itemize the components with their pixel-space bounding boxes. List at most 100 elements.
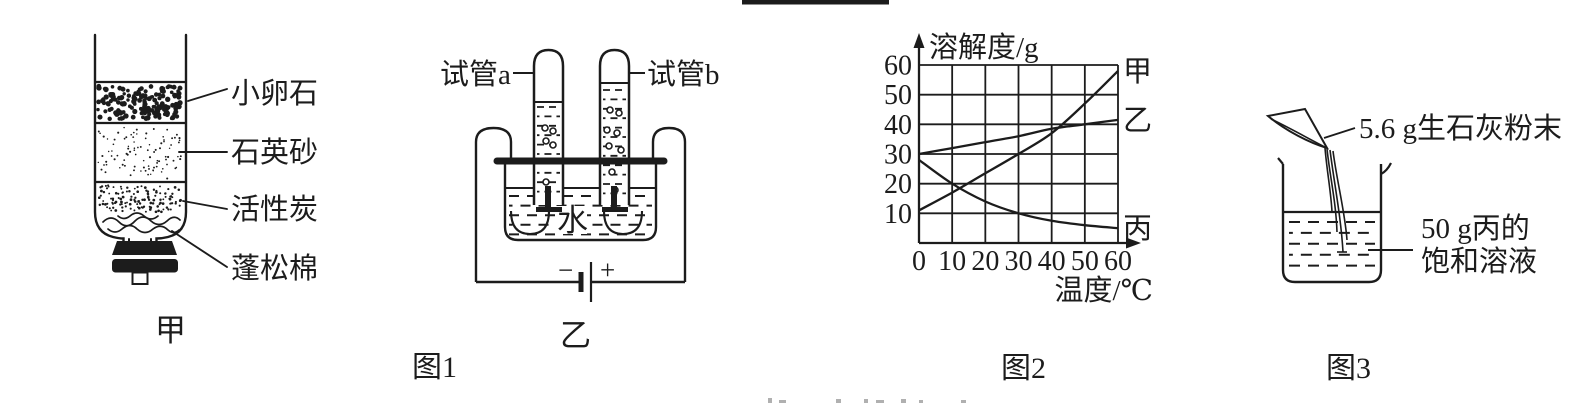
x-tick-label: 10 xyxy=(938,246,966,277)
grain-dot xyxy=(159,198,162,202)
grain-dot xyxy=(140,107,147,113)
grain-dot xyxy=(178,139,181,142)
grain-dot xyxy=(125,136,128,139)
grain-dot xyxy=(148,143,151,146)
grain-dot xyxy=(174,202,177,205)
grain-dot xyxy=(99,186,102,189)
grain-dot xyxy=(136,133,138,135)
grain-dot xyxy=(155,190,158,194)
grain-dot xyxy=(178,137,181,140)
grain-dot xyxy=(126,98,130,102)
grain-dot xyxy=(103,86,109,93)
caption-fig2: 图2 xyxy=(1001,352,1046,385)
series-label-2: 丙 xyxy=(1123,213,1152,245)
grain-dot xyxy=(111,202,114,205)
grain-dot xyxy=(162,106,167,111)
grain-dot xyxy=(171,202,174,205)
grain-dot xyxy=(117,131,120,134)
grain-dot xyxy=(179,155,182,158)
paper-crease xyxy=(1270,118,1326,148)
grain-dot xyxy=(176,94,182,100)
grain-dot xyxy=(133,147,136,149)
grain-dot xyxy=(143,198,146,202)
grain-dot xyxy=(108,207,111,210)
solution-label-line2: 饱和溶液 xyxy=(1421,245,1537,278)
filter-column-body xyxy=(93,33,125,243)
grain-dot xyxy=(159,101,165,107)
grain-dot xyxy=(104,184,107,187)
grain-dot xyxy=(121,163,124,166)
circuit-wires xyxy=(474,126,687,284)
grain-dot xyxy=(120,187,123,190)
grain-dot xyxy=(97,130,100,133)
grain-dot xyxy=(139,86,144,91)
grain-dot xyxy=(148,84,154,89)
x-axis-title: 温度/℃ xyxy=(1055,274,1154,307)
grain-dot xyxy=(178,199,182,203)
grain-dot xyxy=(138,200,140,202)
grain-dot xyxy=(165,96,171,102)
grain-dot xyxy=(158,203,161,206)
grain-dot xyxy=(168,197,172,201)
grain-dot xyxy=(171,192,174,195)
grain-dot xyxy=(162,198,165,201)
grain-dot xyxy=(120,87,126,92)
electrodes xyxy=(536,186,628,212)
grain-dot xyxy=(147,165,150,167)
grain-dot xyxy=(154,194,157,197)
grain-dot xyxy=(136,89,141,94)
grain-dot xyxy=(159,147,161,150)
grain-dot xyxy=(112,186,115,189)
grain-dot xyxy=(157,92,162,97)
grain-dot xyxy=(163,109,170,115)
grain-dot xyxy=(118,95,124,101)
grain-dot xyxy=(145,105,151,111)
tube-b-mouth-arc xyxy=(602,210,644,236)
tube-a-mouth-arc xyxy=(509,210,551,236)
grain-dot xyxy=(168,147,171,150)
powder-leader-line xyxy=(1323,127,1356,139)
grain-dot xyxy=(147,198,151,201)
grain-dot xyxy=(121,206,124,209)
grain-dot xyxy=(177,100,183,106)
grain-dot xyxy=(108,192,111,195)
grain-dot xyxy=(173,93,178,97)
grain-dot xyxy=(105,187,109,190)
solubility-curves xyxy=(918,70,1119,230)
grain-dot xyxy=(173,186,177,189)
grain-dot xyxy=(127,104,132,109)
grain-dot xyxy=(132,102,137,106)
grain-dot xyxy=(146,149,149,152)
grain-dot xyxy=(116,100,121,105)
grain-dot xyxy=(112,206,115,209)
grain-dot xyxy=(96,99,101,105)
grain-dot xyxy=(125,152,128,155)
grain-dot xyxy=(141,206,144,209)
grain-dot xyxy=(107,107,112,112)
grain-dot xyxy=(179,158,182,161)
grain-dot xyxy=(147,173,149,176)
grain-dot xyxy=(127,145,130,148)
leader-lines-jia xyxy=(171,88,228,268)
grain-dot xyxy=(135,128,138,131)
grain-dot xyxy=(146,96,152,102)
tube-a-label: 试管a xyxy=(440,58,511,91)
grain-dot xyxy=(97,114,103,120)
powder-label: 5.6 g生石灰粉末 xyxy=(1359,112,1562,145)
grain-dot xyxy=(114,209,118,212)
grain-dot xyxy=(160,93,166,99)
grain-dot xyxy=(117,196,120,200)
grain-dot xyxy=(130,114,136,120)
grain-dot xyxy=(159,89,165,94)
grain-dot xyxy=(156,161,159,164)
grain-dot xyxy=(105,101,111,107)
grain-dot xyxy=(163,139,165,141)
grain-dot xyxy=(166,163,168,166)
grain-dot xyxy=(121,195,125,199)
grain-dot xyxy=(164,192,167,195)
grain-dot xyxy=(123,159,126,161)
cropped-text-remnant xyxy=(768,398,966,403)
grain-dot xyxy=(141,115,145,120)
solution-label-line1: 50 g丙的 xyxy=(1421,212,1530,245)
